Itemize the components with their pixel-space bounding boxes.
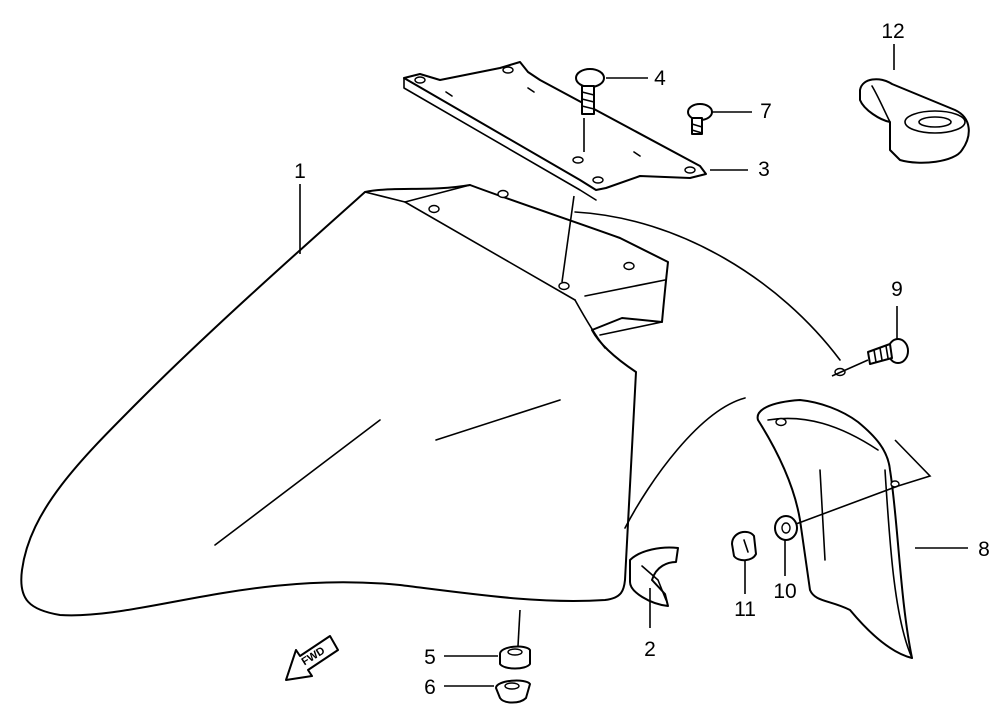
callout-1: 1 [294,160,306,183]
callout-12: 12 [881,20,904,43]
callouts: 1 2 3 4 5 6 7 8 9 10 11 12 [294,20,990,699]
callout-7: 7 [760,100,772,123]
leader-lines [299,44,968,687]
callout-8: 8 [978,538,990,561]
callout-11: 11 [734,598,756,621]
callout-4: 4 [654,67,666,90]
callout-10: 10 [773,580,796,603]
cable-guide [859,78,970,164]
callout-5: 5 [424,646,436,669]
nut-upper [499,645,531,670]
extension-screw [867,338,909,365]
nut [731,530,757,562]
callout-2: 2 [644,638,656,661]
cushion [629,546,679,607]
front-fender [20,184,846,617]
screw [687,103,713,135]
nut-lower [495,679,531,704]
brace-screw [575,68,605,115]
brace-plate [403,61,707,201]
fwd-direction-arrow: FWD [285,635,339,681]
callout-6: 6 [424,676,436,699]
rear-fender-extension [756,399,913,659]
callout-3: 3 [758,158,770,181]
callout-9: 9 [891,278,903,301]
washer [774,515,798,541]
